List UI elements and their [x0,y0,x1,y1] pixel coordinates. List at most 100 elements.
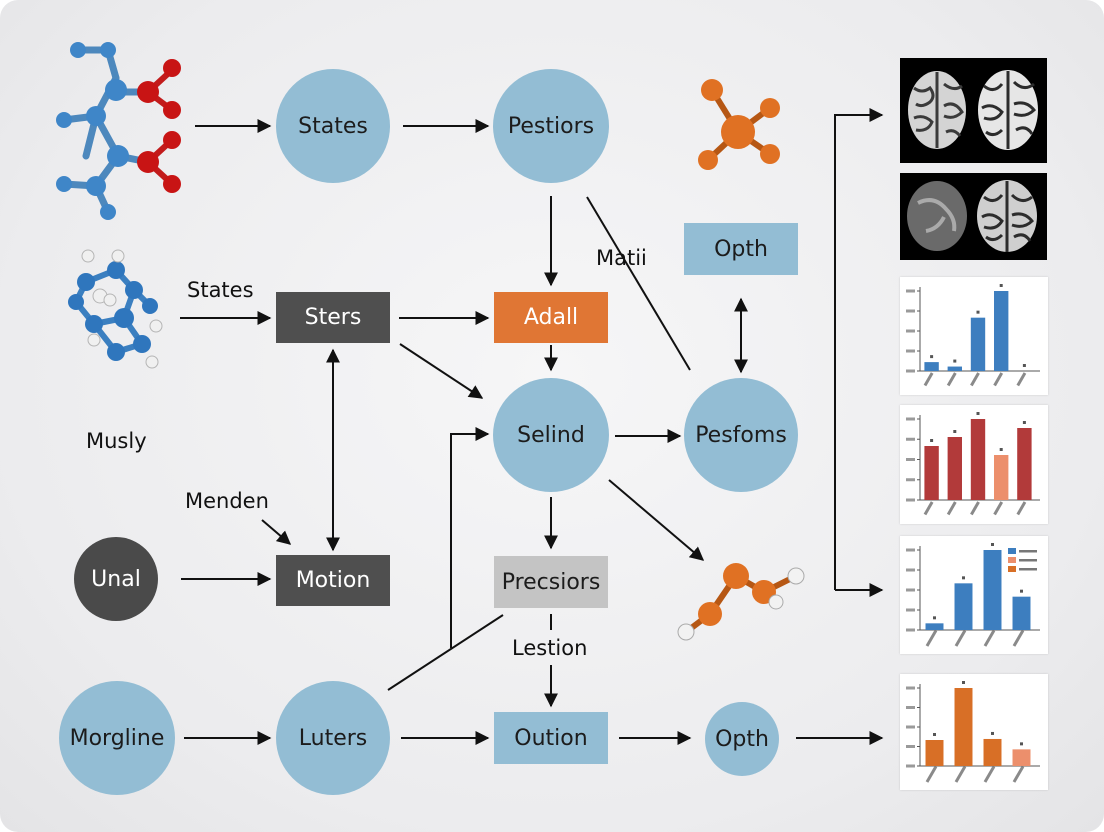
y-tick-label [906,309,915,313]
bar-chart-panel-3 [900,536,1048,654]
bar [947,366,962,371]
x-tick-label [954,765,967,783]
node-oution: Oution [494,712,608,764]
x-tick-label [946,372,957,387]
x-tick-label [1012,765,1025,783]
bar [983,738,1002,766]
y-tick-label [906,548,915,552]
data-label [976,310,980,314]
legend-label [1019,559,1037,562]
legend-swatch [1008,566,1016,572]
node-selind: Selind [493,378,609,492]
bar [970,317,986,371]
label-menden: Menden [185,489,269,513]
bar [1012,749,1031,766]
x-tick-label [983,765,996,783]
data-label [930,355,934,359]
node-unal: Unal [74,537,158,621]
bar [924,362,939,371]
y-tick-label [906,458,915,461]
x-tick-label [1016,372,1027,387]
y-tick-label [906,498,915,502]
bar-chart-panel-1 [900,277,1048,395]
bar [925,740,944,766]
x-tick-label [954,629,967,647]
brain-scan-icon [908,70,1038,150]
node-opth-top: Opth [684,223,798,275]
bar [994,291,1009,371]
y-tick-label [906,588,915,592]
legend-swatch [1008,557,1016,563]
y-tick-label [906,686,915,690]
y-tick-label [906,745,915,748]
label-states: States [187,278,254,302]
legend-label [1019,550,1037,553]
y-tick-label [906,608,915,612]
y-tick-label [906,706,915,709]
molecule-orange-white-icon [677,563,805,641]
bar [954,688,973,766]
data-label [1022,421,1026,424]
y-tick-label [906,764,915,768]
bar-chart-panel-4 [900,674,1048,790]
data-label [953,430,957,433]
node-adall: Adall [494,292,608,343]
y-tick-label [906,725,915,729]
edge-luters-precsiors [387,614,504,691]
data-label [962,681,965,684]
data-label [1020,742,1023,746]
bar [924,446,939,500]
molecule-orange-icon [698,79,780,170]
x-tick-label [925,765,938,783]
bar [983,550,1002,630]
x-tick-label [1016,501,1027,516]
edge-sters-selind [399,343,484,399]
label-musly: Musly [86,429,147,453]
y-tick-label [906,329,915,333]
y-tick-label [906,478,915,482]
x-tick-label [923,372,934,387]
x-tick-label [983,629,996,647]
bar-chart-panel-2 [900,405,1048,524]
y-tick-label [906,369,915,373]
data-label [991,543,994,546]
bar [925,623,944,630]
node-precsiors: Precsiors [494,556,608,608]
edge-luters-selind [450,427,490,648]
y-tick-label [906,417,915,421]
x-tick-label [970,501,980,516]
node-motion: Motion [276,555,390,606]
bar-chart-1 [906,284,1040,387]
y-tick-label [906,349,915,353]
y-tick-label [906,628,915,632]
y-tick-label [906,437,915,441]
node-pestiors: Pestiors [493,69,609,183]
bar [954,583,973,630]
data-label [930,439,934,442]
data-label [976,412,980,415]
bar [970,419,986,500]
data-label [953,359,957,363]
node-luters: Luters [276,681,390,795]
legend-swatch [1008,548,1016,554]
data-label [1022,364,1026,367]
node-morgline: Morgline [59,681,175,795]
y-tick-label [906,568,915,572]
molecule-blue-red-icon [56,42,181,220]
legend-label [1019,568,1037,571]
bar-chart-2 [906,412,1040,516]
bar [1017,428,1032,500]
edge-bracket-top [834,108,884,590]
x-tick-label [923,501,934,516]
node-opth-bottom: Opth [705,702,779,776]
data-label [933,733,936,736]
x-tick-label [993,372,1004,387]
data-label [933,616,936,620]
bar [947,437,962,500]
node-pesfoms: Pesfoms [684,378,798,492]
bar-chart-3 [906,543,1040,647]
label-matii: Matii [596,246,647,270]
x-tick-label [993,501,1004,516]
